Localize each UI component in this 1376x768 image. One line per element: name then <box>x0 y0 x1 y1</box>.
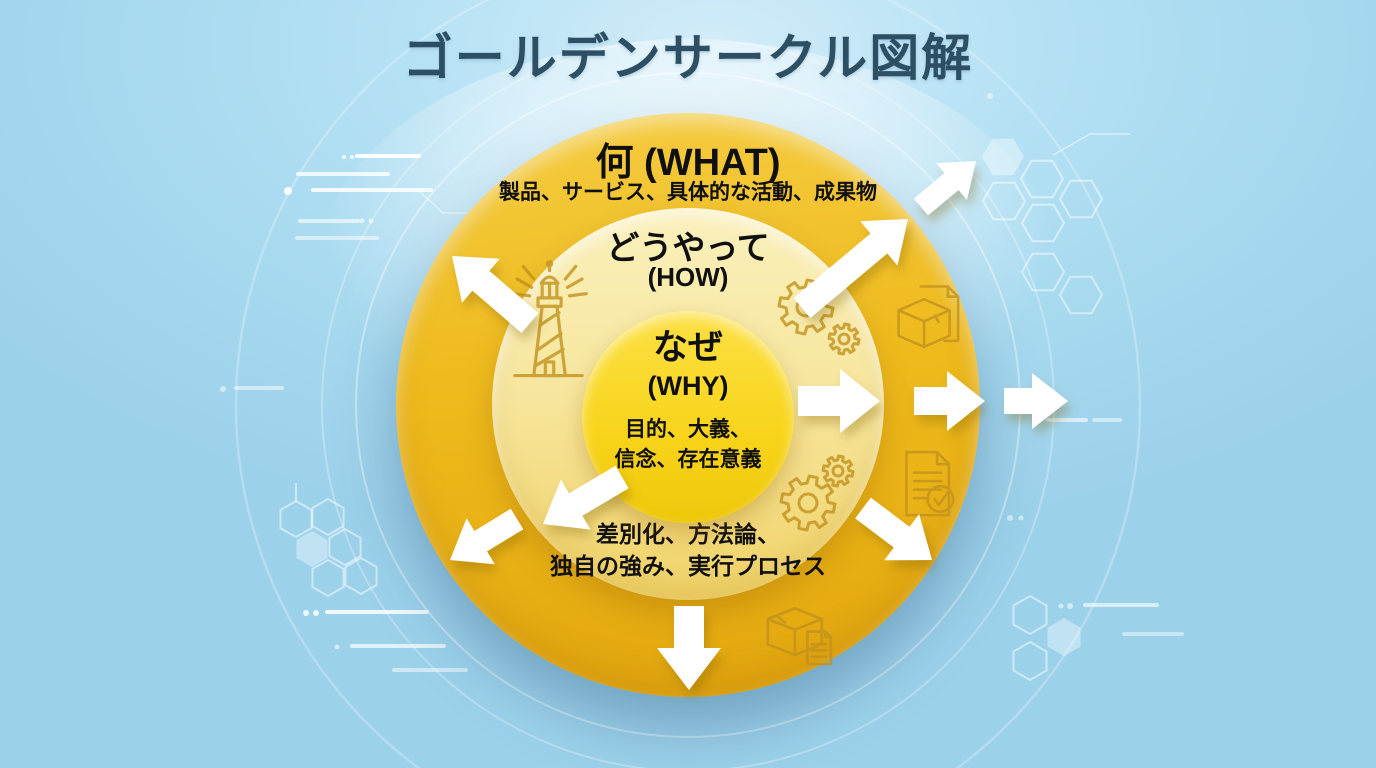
background-dot <box>987 93 993 99</box>
background-dot <box>1018 515 1024 521</box>
background-hexagon <box>1058 275 1104 315</box>
background-hexagon <box>1012 640 1048 682</box>
why-description-line2: 信念、存在意義 <box>614 447 762 471</box>
background-hexagon <box>344 556 378 596</box>
background-hexagon <box>311 497 345 537</box>
background-hexagon <box>296 531 328 567</box>
how-description-line2: 独自の強み、実行プロセス <box>550 553 826 579</box>
circle-why: なぜ (WHY) 目的、大義、 信念、存在意義 <box>582 311 794 523</box>
background-dot <box>303 610 309 616</box>
background-dot <box>1058 603 1064 609</box>
background-hexagon <box>311 558 345 598</box>
background-hexagon <box>1058 179 1104 219</box>
background-dot <box>313 610 319 616</box>
why-sublabel: (WHY) <box>647 370 729 401</box>
background-dot <box>284 187 292 195</box>
arrow-right-outside <box>1004 373 1068 429</box>
what-description: 製品、サービス、具体的な活動、成果物 <box>499 181 877 204</box>
background-dot <box>350 155 354 159</box>
background-dot <box>220 386 226 392</box>
what-label: 何 (WHAT) <box>595 142 781 184</box>
how-sublabel: (HOW) <box>647 262 729 292</box>
background-hexagon <box>279 499 313 539</box>
background-dot <box>342 155 346 159</box>
background-hexagon <box>1012 594 1048 636</box>
background-dot <box>1067 603 1073 609</box>
how-label: どうやって <box>606 229 770 266</box>
why-label: なぜ <box>652 328 723 367</box>
why-description: 目的、大義、 信念、存在意義 <box>615 415 762 476</box>
background-hexagon <box>1047 618 1081 656</box>
background-hexagon <box>328 527 362 567</box>
golden-circle: 何 (WHAT) 製品、サービス、具体的な活動、成果物 どうやって (HOW) … <box>396 113 980 697</box>
background-dot <box>1007 515 1013 521</box>
background-circuit-line <box>1052 133 1130 156</box>
page-title: ゴールデンサークル図解 <box>402 30 974 86</box>
why-description-line1: 目的、大義、 <box>625 417 751 441</box>
background-dot <box>334 644 340 650</box>
